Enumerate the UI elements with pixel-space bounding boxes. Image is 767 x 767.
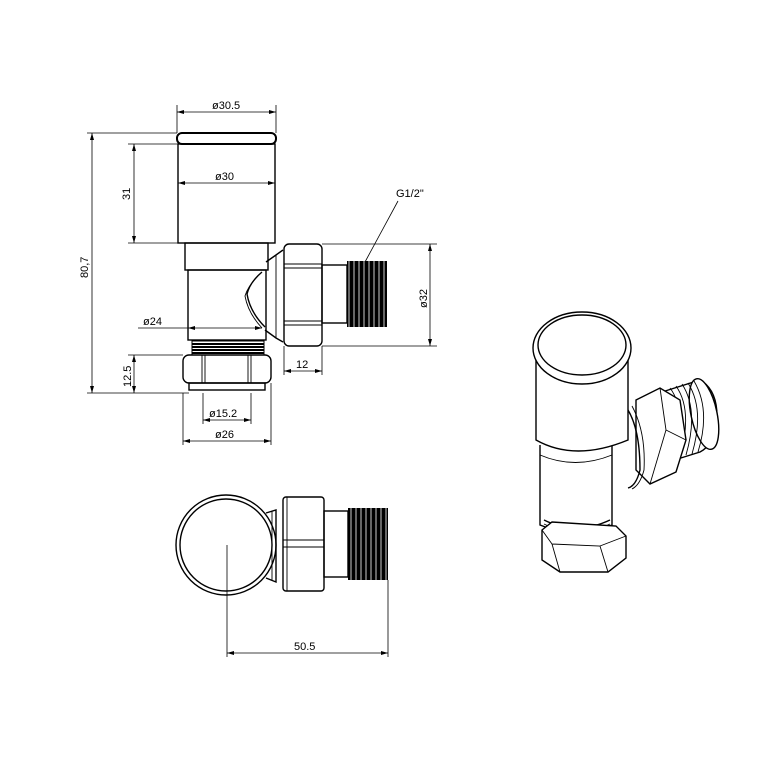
iso-body (539, 445, 613, 534)
dim-outlet-height: ø32 (322, 243, 437, 347)
dim-cap-diameter: ø30.5 (176, 100, 277, 133)
label-head-height: 31 (121, 188, 133, 200)
label-outlet-nut-width: 12 (296, 359, 308, 371)
dim-inlet-bore: ø15.2 (202, 393, 252, 424)
elbow-curve (246, 271, 266, 328)
label-plan-length: 50.5 (294, 641, 315, 653)
label-overall-height: 80,7 (79, 257, 91, 278)
plan-nut (282, 496, 325, 592)
label-cap-diameter: ø30.5 (212, 100, 240, 112)
label-inlet-nut-height: 12.5 (122, 366, 134, 387)
label-thread: G1/2" (396, 188, 424, 200)
dim-head-diameter: ø30 (178, 171, 275, 185)
dim-overall-height: 80,7 (79, 132, 189, 394)
outlet-thread (347, 261, 387, 327)
label-inlet-bore: ø15.2 (209, 408, 237, 420)
dim-body-diameter: ø24 (138, 316, 262, 330)
isometric-view (532, 311, 720, 573)
head-outline (177, 143, 276, 244)
label-inlet-nut-diameter: ø26 (215, 429, 234, 441)
iso-outlet-nut (627, 387, 687, 490)
dim-inlet-nut-height: 12.5 (122, 354, 183, 393)
iso-inlet-nut (541, 521, 627, 573)
inlet-nut-base (188, 382, 266, 391)
cap-circle-inner (179, 498, 273, 592)
thread-leader: G1/2" (364, 188, 424, 263)
label-body-diameter: ø24 (143, 316, 162, 328)
plan-thread (348, 508, 388, 580)
outlet-spigot (321, 264, 348, 324)
outlet-nut (283, 243, 323, 347)
dim-outlet-nut-width: 12 (283, 346, 323, 375)
inlet-nut (182, 354, 272, 384)
iso-cap-inner (537, 314, 627, 376)
dim-inlet-nut-diameter: ø26 (182, 383, 272, 445)
front-elevation-view (176, 132, 387, 391)
cap-circle-outer (175, 494, 277, 596)
inlet-thread (191, 340, 265, 356)
dim-plan-length: 50.5 (226, 545, 389, 657)
cap-outline (176, 132, 277, 145)
label-head-diameter: ø30 (215, 171, 234, 183)
body-outline (187, 269, 267, 341)
top-plan-view (175, 494, 388, 596)
label-outlet-height: ø32 (418, 289, 430, 308)
neck-outline (184, 242, 269, 271)
dim-head-height: 31 (121, 143, 185, 244)
